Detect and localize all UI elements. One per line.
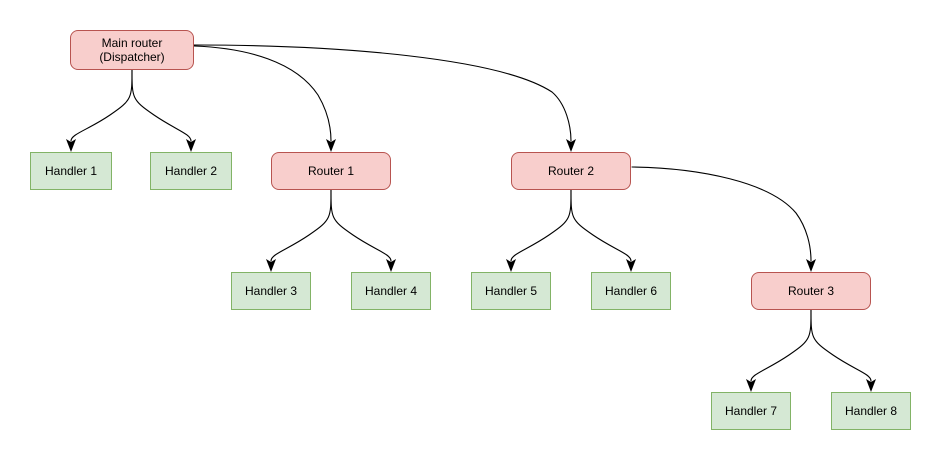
node-router-3-label: Router 3 <box>787 284 835 298</box>
arrow-head-icon <box>66 139 76 152</box>
node-handler-6[interactable]: Handler 6 <box>591 272 671 310</box>
arrow-head-icon <box>866 379 876 392</box>
node-handler-8-label: Handler 8 <box>844 404 898 418</box>
node-router-1-label: Router 1 <box>307 164 355 178</box>
node-handler-7-label: Handler 7 <box>724 404 778 418</box>
node-handler-2[interactable]: Handler 2 <box>150 152 232 190</box>
edge-router-3-to-handler-7 <box>746 309 812 392</box>
edge-main-to-handler-1 <box>66 69 133 152</box>
arrow-head-icon <box>566 139 576 152</box>
node-handler-5[interactable]: Handler 5 <box>471 272 551 310</box>
arrow-head-icon <box>386 259 396 272</box>
node-router-3[interactable]: Router 3 <box>751 272 871 310</box>
edge-router-2-to-router-3 <box>631 166 816 272</box>
edge-main-to-router-1 <box>193 45 336 152</box>
node-handler-5-label: Handler 5 <box>484 284 538 298</box>
edge-main-to-router-2 <box>193 44 576 152</box>
node-handler-3-label: Handler 3 <box>244 284 298 298</box>
node-handler-7[interactable]: Handler 7 <box>711 392 791 430</box>
arrow-head-icon <box>746 379 756 392</box>
node-router-2[interactable]: Router 2 <box>511 152 631 190</box>
node-main-router-label: Main router (Dispatcher) <box>99 36 165 64</box>
node-handler-4-label: Handler 4 <box>364 284 418 298</box>
edge-router-2-to-handler-6 <box>570 189 636 272</box>
edge-main-to-handler-2 <box>131 69 196 152</box>
arrow-head-icon <box>326 139 336 152</box>
node-handler-8[interactable]: Handler 8 <box>831 392 911 430</box>
node-handler-1-label: Handler 1 <box>44 164 98 178</box>
edge-router-3-to-handler-8 <box>810 309 876 392</box>
node-handler-4[interactable]: Handler 4 <box>351 272 431 310</box>
arrow-head-icon <box>186 139 196 152</box>
edge-router-1-to-handler-3 <box>266 189 332 272</box>
node-handler-6-label: Handler 6 <box>604 284 658 298</box>
arrow-head-icon <box>266 259 276 272</box>
node-handler-2-label: Handler 2 <box>164 164 218 178</box>
arrow-head-icon <box>626 259 636 272</box>
node-router-2-label: Router 2 <box>547 164 595 178</box>
arrow-head-icon <box>506 259 516 272</box>
arrow-head-icon <box>806 259 816 272</box>
node-main-router[interactable]: Main router (Dispatcher) <box>70 30 194 70</box>
node-router-1[interactable]: Router 1 <box>271 152 391 190</box>
edge-router-1-to-handler-4 <box>330 189 396 272</box>
node-handler-1[interactable]: Handler 1 <box>30 152 112 190</box>
node-handler-3[interactable]: Handler 3 <box>231 272 311 310</box>
edge-router-2-to-handler-5 <box>506 189 572 272</box>
